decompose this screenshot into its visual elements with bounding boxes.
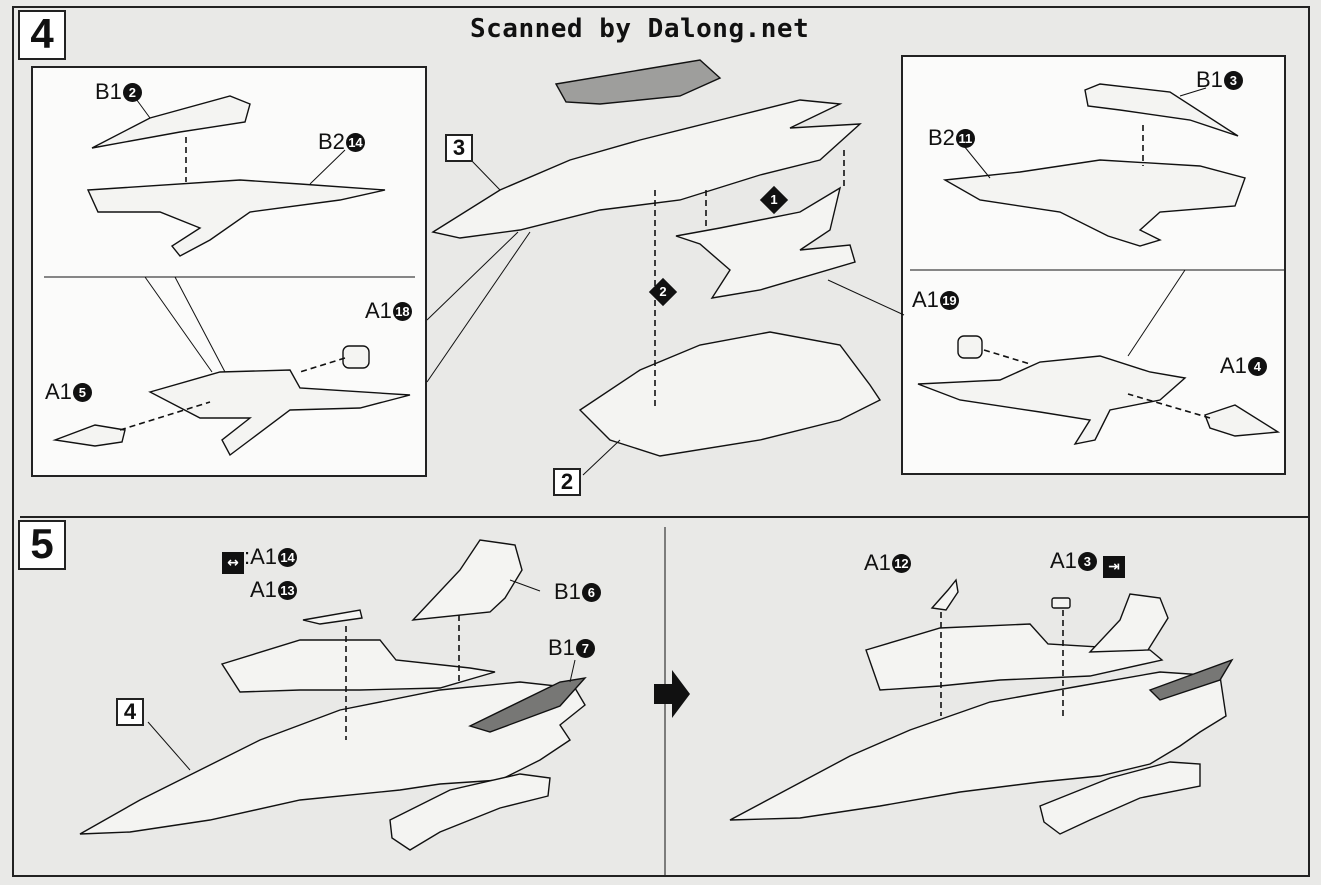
inward-arrows-icon: ⇥ <box>1103 556 1126 578</box>
sequence-1-marker: 1 <box>759 185 789 215</box>
sequence-2-marker: 2 <box>648 277 678 307</box>
step4-number: 4 <box>18 10 66 60</box>
step4-panel <box>20 8 1308 518</box>
subassembly-2: 2 <box>553 468 581 496</box>
swap-arrows-icon: ↔ <box>222 552 244 574</box>
subassembly-4: 4 <box>116 698 144 726</box>
watermark: Scanned by Dalong.net <box>470 14 810 44</box>
step5-number: 5 <box>18 520 66 570</box>
subassembly-3: 3 <box>445 134 473 162</box>
page-border <box>12 6 1310 877</box>
